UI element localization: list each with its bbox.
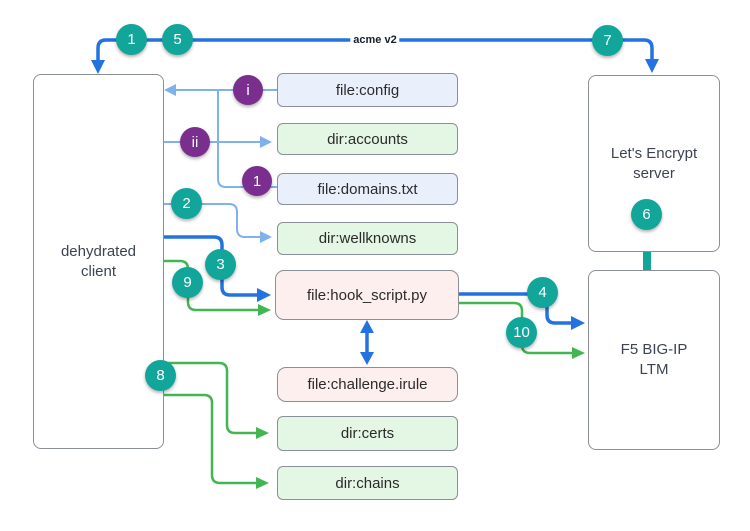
step-badge-3: 3	[205, 249, 236, 280]
f5-label-line2: LTM	[639, 361, 669, 378]
file-hook-script-label: file:hook_script.py	[306, 286, 428, 304]
arrowhead-into-client-top	[91, 60, 105, 74]
step-badge-9: 9	[172, 267, 203, 298]
arrowhead-into-hook-green	[258, 304, 271, 316]
dir-chains-label: dir:chains	[335, 474, 400, 492]
dir-accounts-label: dir:accounts	[327, 130, 408, 148]
f5-bigip-node: F5 BIG-IP LTM	[588, 270, 720, 450]
edge-client-to-chains	[162, 393, 269, 489]
letsencrypt-label-line1: Let's Encrypt	[610, 144, 698, 162]
edge-client-to-certs	[162, 361, 269, 439]
dir-accounts-box: dir:accounts	[277, 123, 458, 155]
step-badge-8: 8	[145, 360, 176, 391]
arrowhead-into-client-config	[164, 84, 176, 96]
substep-badge-ii: ii	[180, 127, 210, 157]
arrowhead-into-hook-blue	[257, 288, 271, 302]
dir-wellknowns-label: dir:wellknowns	[318, 230, 417, 247]
arrowhead-into-hook-bottom	[360, 320, 374, 333]
dir-chains-box: dir:chains	[277, 466, 458, 500]
step-badge-10: 10	[506, 317, 537, 348]
edge-client-to-accounts	[162, 136, 272, 148]
step-badge-6: 6	[631, 199, 662, 230]
f5-label-line1: F5 BIG-IP	[620, 341, 688, 358]
step-badge-1: 1	[116, 24, 147, 55]
step-badge-4: 4	[527, 277, 558, 308]
arrowhead-into-f5-green	[572, 347, 585, 359]
arrowhead-into-accounts	[260, 136, 272, 148]
client-label-line2: client	[80, 262, 117, 280]
file-config-box: file:config	[277, 73, 458, 107]
edge-hook-challenge	[360, 320, 374, 365]
arrowhead-into-certs	[256, 427, 269, 439]
file-challenge-box: file:challenge.irule	[277, 367, 458, 402]
file-domains-label: file:domains.txt	[317, 180, 418, 198]
client-label-line1: dehydrated	[60, 242, 137, 260]
file-domains-box: file:domains.txt	[277, 173, 458, 205]
arrowhead-into-challenge	[360, 352, 374, 365]
dir-certs-label: dir:certs	[340, 425, 395, 442]
dir-certs-box: dir:certs	[277, 416, 458, 451]
file-hook-script-box: file:hook_script.py	[275, 270, 459, 320]
step-badge-2: 2	[171, 188, 202, 219]
dir-wellknowns-box: dir:wellknowns	[277, 222, 458, 255]
step-badge-5: 5	[162, 24, 193, 55]
arrowhead-into-letsencrypt-top	[645, 59, 659, 73]
edge-client-to-wellknowns	[162, 203, 272, 243]
dehydrated-client-node: dehydrated client	[33, 74, 164, 449]
file-config-label: file:config	[335, 81, 400, 99]
letsencrypt-label-line2: server	[633, 164, 675, 182]
acme-v2-label: acme v2	[350, 34, 400, 46]
substep-badge-1: 1	[242, 166, 272, 196]
file-challenge-label: file:challenge.irule	[307, 376, 428, 393]
substep-badge-i: i	[233, 75, 263, 105]
arrowhead-into-chains	[256, 477, 269, 489]
step-badge-7: 7	[592, 25, 623, 56]
arrowhead-into-wellknowns	[260, 231, 272, 243]
arrowhead-into-f5-blue	[571, 316, 585, 330]
